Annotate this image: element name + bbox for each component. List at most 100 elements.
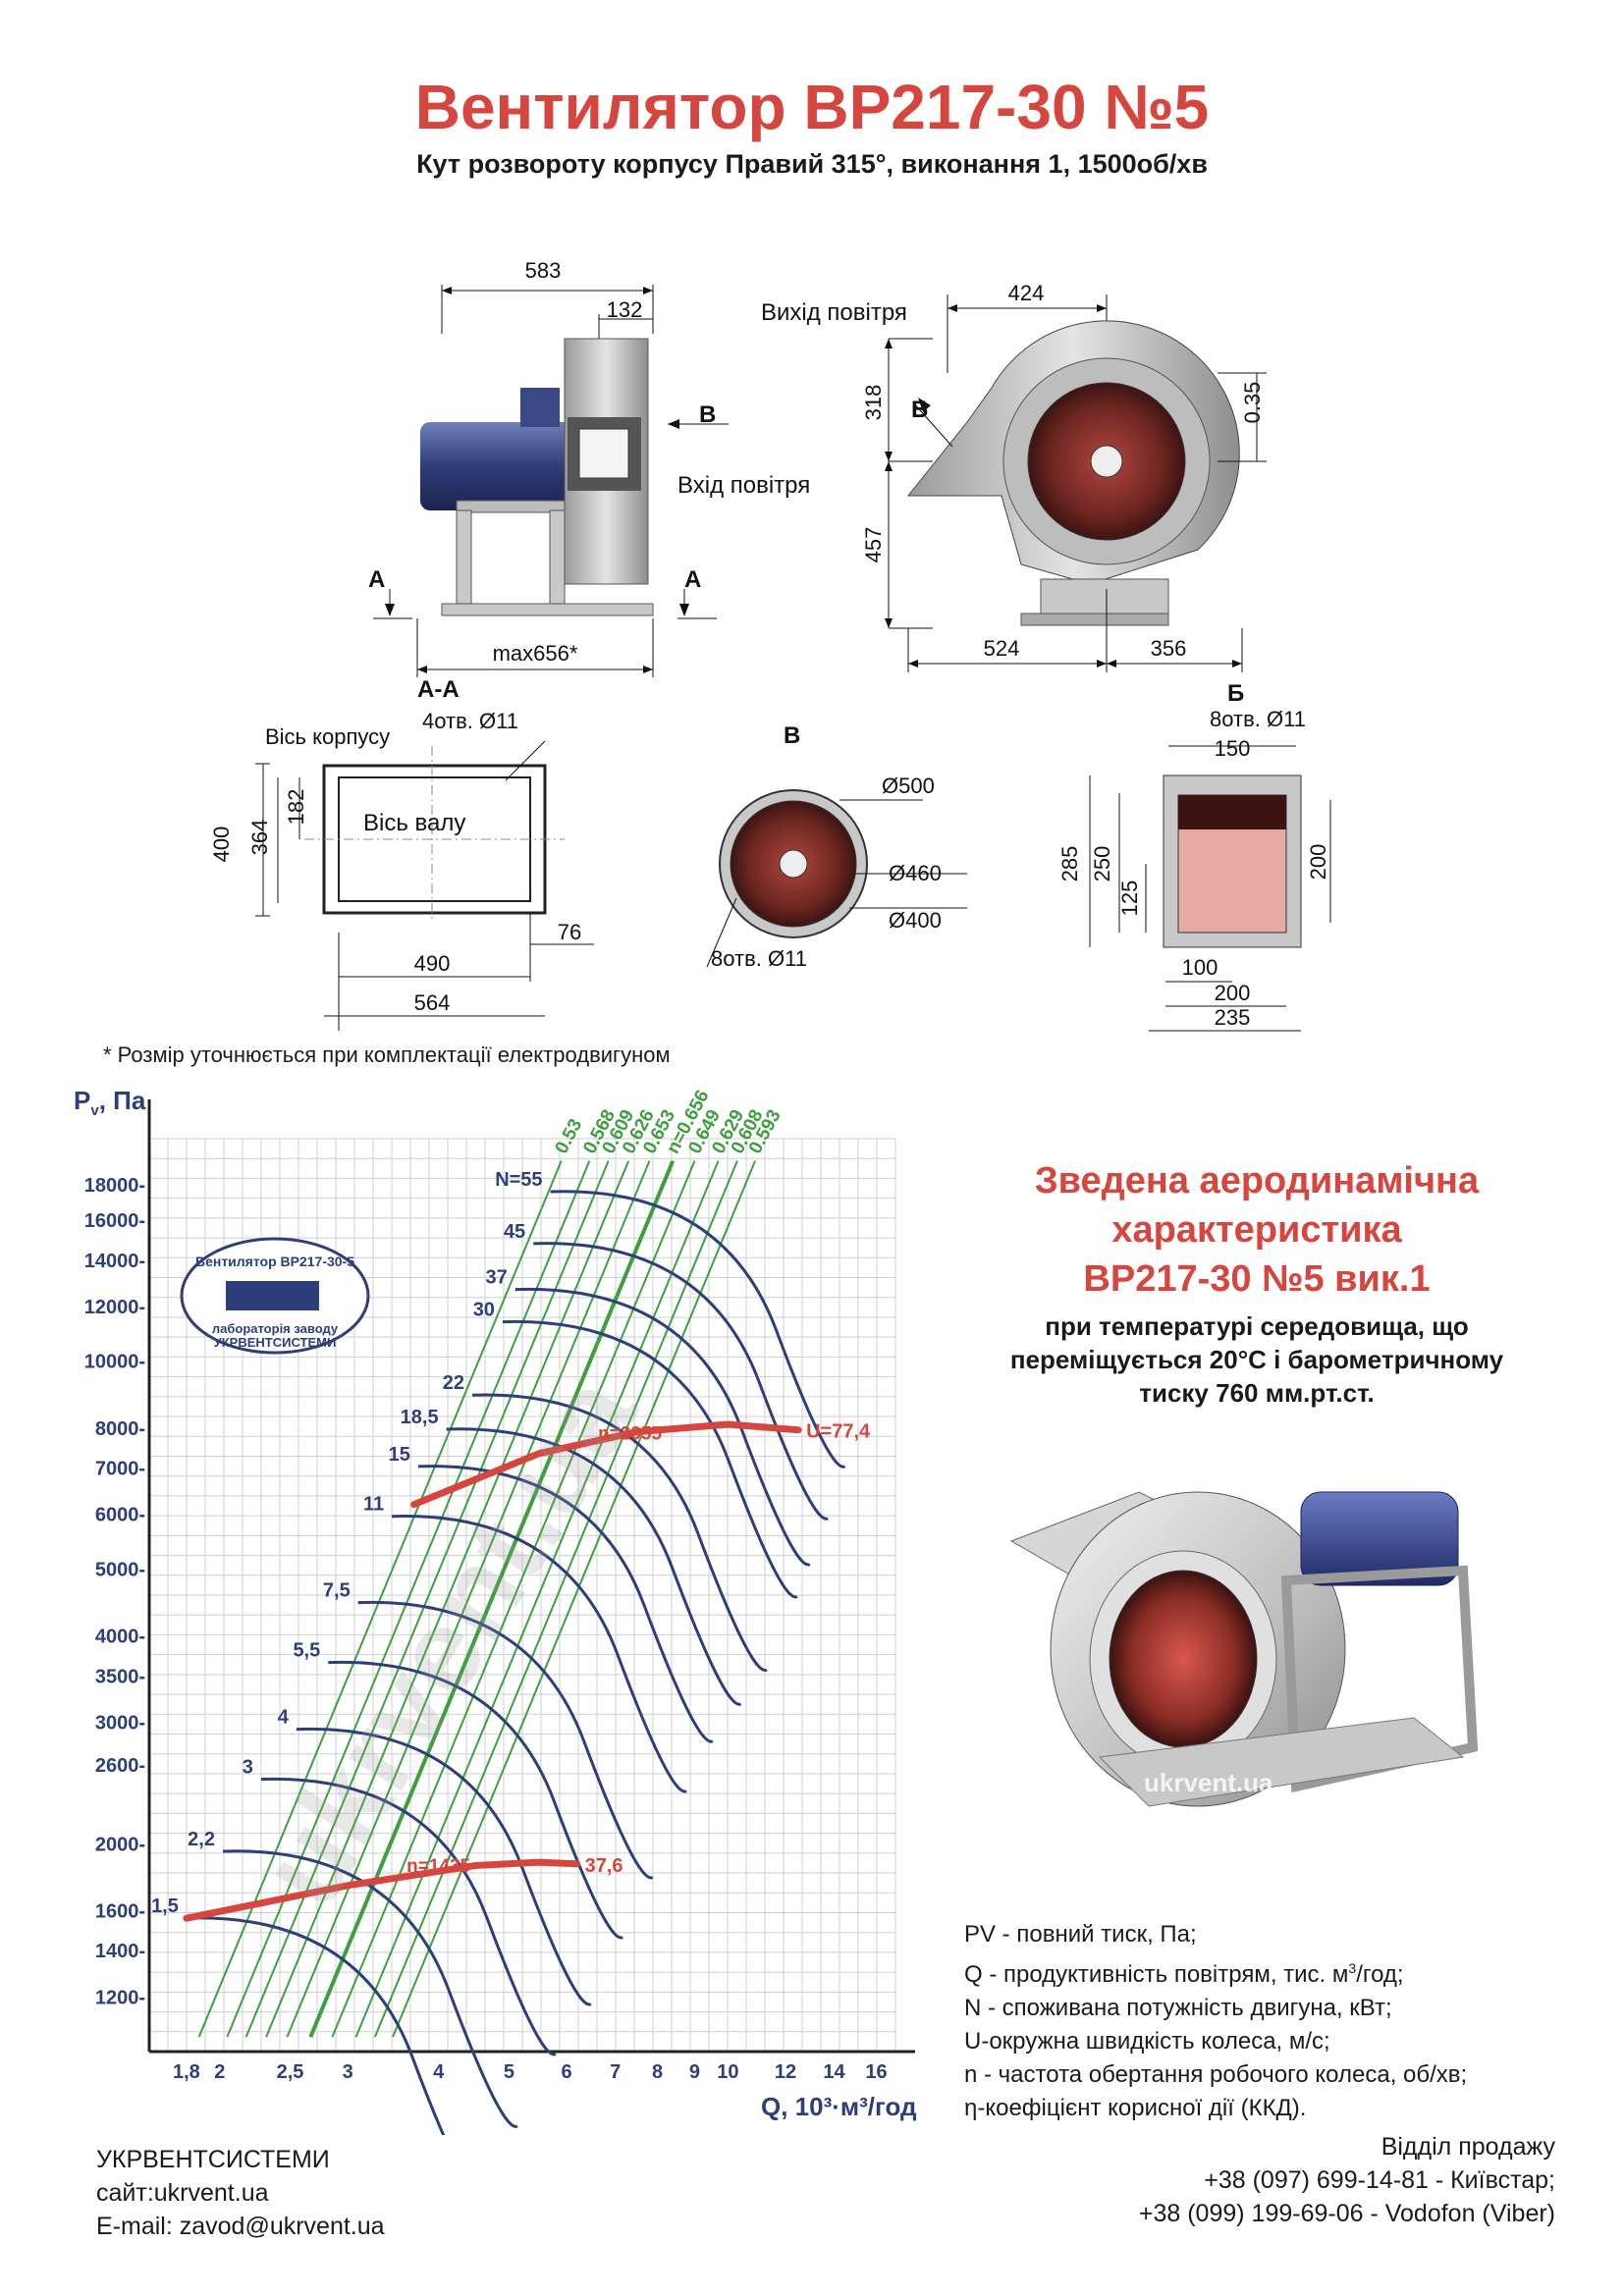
- power-curve: [533, 1242, 829, 1521]
- power-curve-label: 7,5: [323, 1580, 351, 1602]
- y-tick-label: 12000-: [84, 1297, 145, 1318]
- power-curve-label: 11: [363, 1494, 384, 1516]
- speed-curve-end-label: 37,6: [585, 1855, 623, 1877]
- section-mark-b-front: Б: [911, 397, 928, 423]
- power-curve: [186, 1916, 446, 2135]
- y-tick-label: 3000-: [95, 1712, 145, 1734]
- section-aa-title: А-А: [417, 676, 460, 703]
- dim-035: 0.35: [1240, 382, 1265, 424]
- power-curve: [471, 1393, 768, 1672]
- aero-title: Зведена аеродинамічна характеристика ВР2…: [923, 1156, 1591, 1304]
- aero-title-line1: Зведена аеродинамічна: [1034, 1160, 1480, 1201]
- dim-max656: max656*: [493, 641, 578, 666]
- dim-285: 285: [1057, 846, 1082, 882]
- power-curve: [392, 1515, 687, 1793]
- x-tick-label: 8: [652, 2061, 663, 2083]
- power-curve: [502, 1319, 798, 1599]
- dim-132: 132: [607, 297, 643, 322]
- efficiency-line: [226, 1160, 591, 2038]
- sales-phone-2[interactable]: +38 (099) 199-69-06 - Vodofon (Viber): [1138, 2200, 1555, 2227]
- page-subtitle: Кут розвороту корпусу Правий 315°, викон…: [416, 149, 1208, 179]
- power-curve-label: 5,5: [293, 1640, 320, 1662]
- efficiency-line: [286, 1160, 651, 2038]
- motor-shape: [420, 422, 577, 510]
- speed-curve-label: n=1435: [406, 1856, 470, 1877]
- section-mark-a-left: А: [368, 566, 385, 593]
- footer-contacts: УКРВЕНТСИСТЕМИ сайт:ukrvent.ua E-mail: z…: [96, 2143, 385, 2243]
- power-curve-label: 45: [504, 1221, 525, 1243]
- speed-curve: [410, 1420, 802, 1509]
- y-tick-label: 1600-: [95, 1900, 145, 1922]
- power-curve-label: 30: [473, 1300, 495, 1321]
- dim-583: 583: [525, 258, 562, 283]
- render-watermark: ukrvent.ua: [1144, 1768, 1273, 1797]
- power-curve: [296, 1727, 592, 2006]
- x-tick-label: 12: [775, 2061, 796, 2083]
- legend-u: U-окружна швидкість колеса, м/с;: [964, 2028, 1330, 2055]
- dim-564: 564: [414, 990, 451, 1015]
- power-curve-label: 3: [243, 1757, 253, 1779]
- power-curve: [550, 1190, 846, 1468]
- section-mark-b: В: [699, 401, 716, 428]
- dim-250: 250: [1090, 846, 1114, 882]
- power-curve-label: 4: [278, 1707, 290, 1729]
- dim-235: 235: [1215, 1005, 1251, 1030]
- footer-site[interactable]: сайт:ukrvent.ua: [96, 2179, 269, 2207]
- power-curve: [514, 1287, 811, 1567]
- dim-318: 318: [861, 385, 886, 421]
- footer-sales: Відділ продажу +38 (097) 699-14-81 - Киї…: [1139, 2130, 1555, 2230]
- diameter-400: Ø400: [889, 908, 942, 933]
- y-tick-label: 10000-: [84, 1352, 145, 1373]
- efficiency-line: [197, 1160, 563, 2038]
- x-axis-label: Q, 10³·м³/год: [761, 2092, 917, 2121]
- dim-182: 182: [284, 789, 308, 826]
- speed-curve: [183, 1858, 581, 1922]
- stamp-fan-icon: [226, 1281, 319, 1310]
- legend-n: N - споживана потужність двигуна, кВт;: [964, 1995, 1392, 2021]
- x-tick-label: 6: [562, 2061, 572, 2083]
- power-curve: [357, 1600, 654, 1880]
- y-tick-label: 16000-: [84, 1210, 145, 1232]
- x-tick-label: 16: [865, 2061, 887, 2083]
- efficiency-line: [392, 1160, 756, 2038]
- efficiency-line: [331, 1160, 696, 2038]
- x-tick-label: 14: [823, 2061, 845, 2083]
- section-aa: А-А Вісь корпусу 4отв. Ø11 Вісь валу 400…: [209, 676, 594, 1031]
- y-tick-label: 1400-: [95, 1941, 145, 1962]
- efficiency-line: [354, 1160, 720, 2038]
- section-v-holes: 8отв. Ø11: [711, 946, 807, 971]
- y-tick-label: 6000-: [95, 1505, 145, 1526]
- outlet-label: Вихід повітря: [761, 299, 907, 326]
- x-tick-label: 5: [504, 2061, 514, 2083]
- x-tick-label: 1,8: [173, 2061, 200, 2083]
- sales-phone-1[interactable]: +38 (097) 699-14-81 - Київстар;: [1204, 2166, 1555, 2194]
- legend-eta: η-коефіцієнт корисної дії (ККД).: [964, 2095, 1307, 2121]
- dim-200-horizontal: 200: [1215, 981, 1251, 1005]
- aero-title-line3: ВР217-30 №5 вик.1: [1083, 1258, 1431, 1300]
- legend-nn: n - частота обертання робочого колеса, о…: [964, 2061, 1468, 2088]
- y-tick-label: 4000-: [95, 1627, 145, 1648]
- legend: PV - повний тиск, Па; Q - продуктивність…: [964, 1918, 1467, 2125]
- x-tick-label: 2: [214, 2061, 225, 2083]
- section-aa-holes: 4отв. Ø11: [422, 709, 518, 733]
- power-curve: [446, 1427, 742, 1706]
- aero-conditions: при температурі середовища, що переміщує…: [923, 1309, 1591, 1410]
- dim-76: 76: [558, 920, 581, 944]
- side-view: 583 132 В Вхід повітря А А max656*: [368, 258, 810, 677]
- fan-render: ukrvent.ua: [1009, 1491, 1479, 1807]
- technical-drawings: 583 132 В Вхід повітря А А max656*: [209, 258, 1331, 1032]
- power-curve-label: 22: [443, 1372, 464, 1394]
- efficiency-line: [308, 1159, 676, 2038]
- y-tick-label: 1200-: [95, 1987, 145, 2008]
- footer-email[interactable]: E-mail: zavod@ukrvent.ua: [96, 2213, 385, 2240]
- section-v-title: В: [784, 722, 800, 749]
- dim-400: 400: [209, 827, 234, 863]
- diameter-500: Ø500: [882, 774, 935, 798]
- section-b-title: Б: [1227, 680, 1244, 707]
- power-curve: [260, 1777, 557, 2056]
- power-curve-label: N=55: [495, 1169, 542, 1191]
- x-tick-label: 2,5: [277, 2061, 304, 2083]
- dim-424: 424: [1008, 281, 1045, 305]
- legend-pv: PV - повний тиск, Па;: [964, 1921, 1197, 1948]
- sales-title: Відділ продажу: [1380, 2133, 1555, 2161]
